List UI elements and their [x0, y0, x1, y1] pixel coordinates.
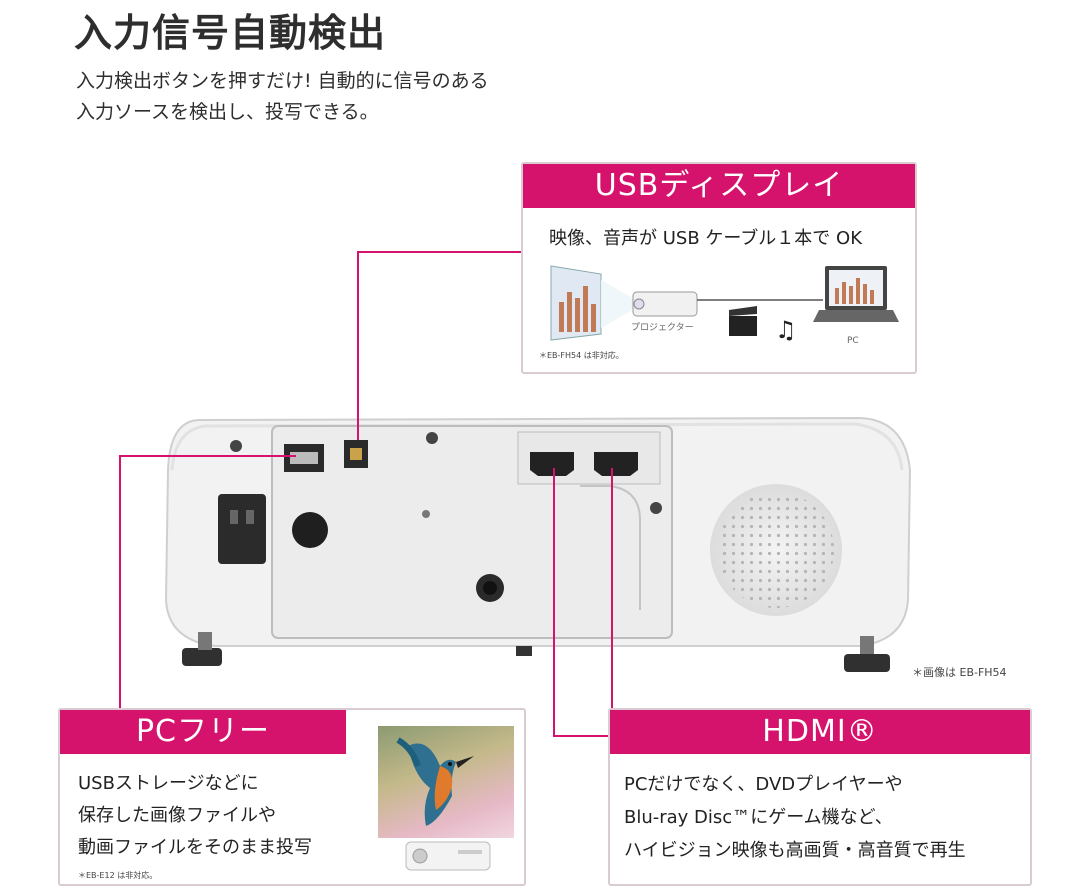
- pc-free-line: USBストレージなどに: [78, 773, 259, 794]
- hdmi-port-1: [530, 452, 574, 476]
- projector-label: プロジェクター: [631, 323, 694, 333]
- intro-line: 入力ソースを検出し、投写できる。: [76, 101, 379, 123]
- pc-free-line: 動画ファイルをそのまま投写: [78, 837, 312, 858]
- video-icon: [729, 316, 757, 336]
- mini-projector: [632, 291, 698, 317]
- foot: [182, 648, 222, 666]
- bird-photo: [378, 726, 514, 838]
- page-title: 入力信号自動検出: [74, 11, 387, 55]
- mini-projector-photo: [405, 841, 491, 871]
- intro-text: 入力検出ボタンを押すだけ! 自動的に信号のある 入力ソースを検出し、投写できる。: [76, 66, 489, 128]
- pc-label: PC: [847, 336, 859, 346]
- usb-display-heading: USBディスプレイ: [523, 164, 915, 208]
- pc-free-card: PCフリー USBストレージなどに 保存した画像ファイルや 動画ファイルをそのま…: [58, 708, 526, 886]
- pc-free-heading: PCフリー: [60, 710, 346, 754]
- hdmi-heading: HDMI®: [610, 710, 1030, 754]
- usb-display-note: ＊EB-FH54 は非対応。: [539, 351, 624, 360]
- music-icon: ♫: [775, 316, 797, 344]
- hdmi-line: ハイビジョン映像も高画質・高音質で再生: [624, 840, 966, 861]
- hdmi-line: PCだけでなく、DVDプレイヤーや: [624, 774, 903, 795]
- usb-display-description: 映像、音声が USB ケーブル１本で OK: [549, 228, 863, 249]
- hdmi-card: HDMI® PCだけでなく、DVDプレイヤーや Blu-ray Disc™にゲー…: [608, 708, 1032, 886]
- power-socket: [218, 494, 266, 564]
- pc-free-body: USBストレージなどに 保存した画像ファイルや 動画ファイルをそのまま投写: [78, 768, 312, 864]
- hdmi-port-2: [594, 452, 638, 476]
- foot: [844, 654, 890, 672]
- usb-display-card: USBディスプレイ 映像、音声が USB ケーブル１本で OK ♫ プロジェクタ…: [521, 162, 917, 374]
- usb-display-diagram: ♫: [550, 265, 899, 344]
- image-caption: ＊画像は EB-FH54: [912, 666, 1007, 679]
- hdmi-line: Blu-ray Disc™にゲーム機など、: [624, 807, 893, 828]
- intro-line: 入力検出ボタンを押すだけ! 自動的に信号のある: [76, 70, 489, 92]
- kensington-hole: [292, 512, 328, 548]
- hdmi-body: PCだけでなく、DVDプレイヤーや Blu-ray Disc™にゲーム機など、 …: [624, 768, 966, 867]
- pc-free-line: 保存した画像ファイルや: [78, 805, 276, 826]
- pc-free-note: ＊EB-E12 は非対応。: [78, 871, 158, 880]
